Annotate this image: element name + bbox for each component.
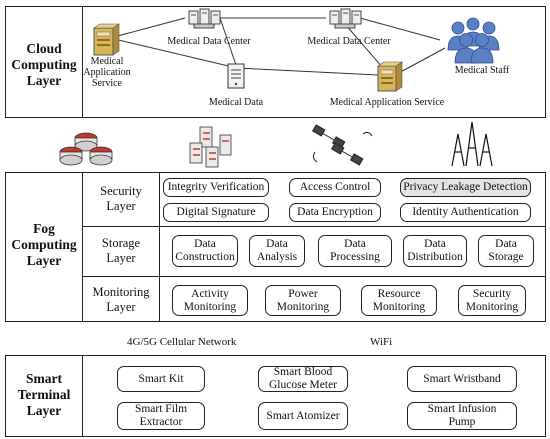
smart-kit-box: Smart Kit [117,366,205,392]
smart-terminal-layer-label: Smart Terminal Layer [17,371,71,418]
security-layer-label: Security Layer [100,184,142,213]
cellular-network-label: 4G/5G Cellular Network [127,336,237,348]
fog-divider [82,172,83,321]
cloud-layer-label: Cloud Computing Layer [11,41,77,88]
antenna-tower-icon [451,121,493,167]
app-service-right-caption: Medical Application Service [329,97,445,108]
medical-data-server-icon [227,63,245,89]
app-service-left-caption: Medical Application Service [83,56,131,89]
data-center-right-icon [329,8,362,29]
digital-signature-box: Digital Signature [163,203,269,222]
medical-staff-caption: Medical Staff [454,65,510,76]
terminal-divider [82,355,83,436]
data-center-left-caption: Medical Data Center [167,36,251,47]
data-center-right-caption: Medical Data Center [307,36,391,47]
fog-row-divider-1 [82,226,545,227]
fog-sublayer-divider [159,172,160,321]
privacy-leakage-detection-box: Privacy Leakage Detection [400,178,531,197]
wifi-label: WiFi [370,336,393,348]
storage-layer-label: Storage Layer [101,236,141,265]
app-server-left-icon [93,23,120,56]
monitoring-layer-label: Monitoring Layer [92,285,150,314]
smart-wristband-box: Smart Wristband [407,366,517,392]
server-cluster-icon [189,126,232,168]
data-encryption-box: Data Encryption [289,203,381,222]
medical-staff-icon [447,17,500,64]
fog-layer-label: Fog Computing Layer [11,221,77,268]
integrity-verification-box: Integrity Verification [163,178,269,197]
cloud-divider [82,6,83,117]
fog-row-divider-2 [82,276,545,277]
data-center-left-icon [188,8,221,29]
router-icon [59,132,113,166]
app-server-right-icon [377,61,403,92]
satellite-icon [311,124,373,166]
medical-data-caption: Medical Data [208,97,264,108]
identity-authentication-box: Identity Authentication [400,203,531,222]
smart-atomizer-box: Smart Atomizer [258,402,348,430]
access-control-box: Access Control [289,178,381,197]
